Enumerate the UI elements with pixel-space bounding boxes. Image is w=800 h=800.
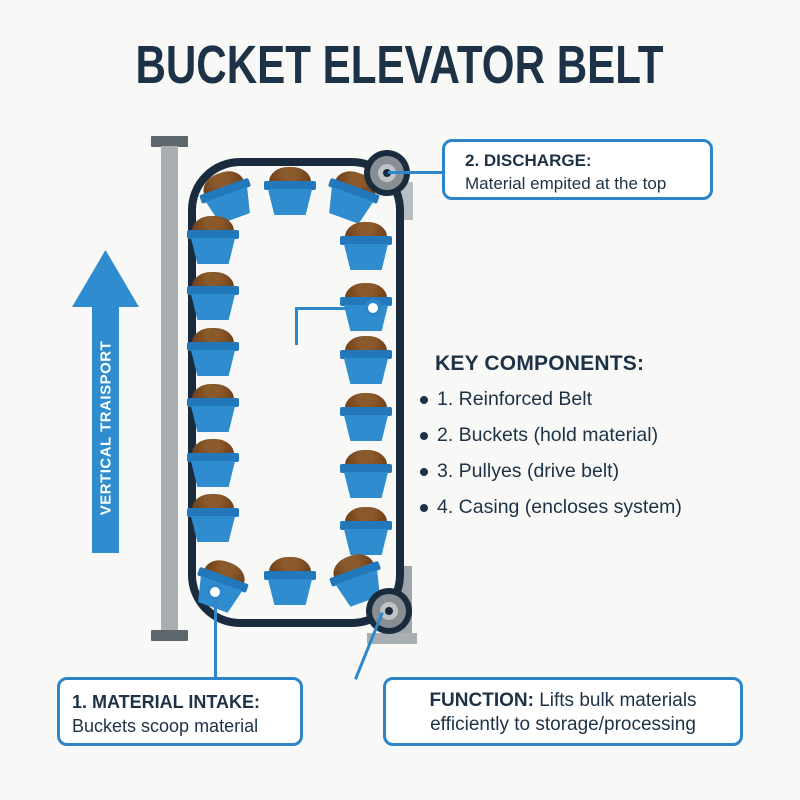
discharge-body: Material empited at the top (465, 174, 667, 193)
material-mound (192, 328, 234, 346)
material-mound (192, 439, 234, 457)
bucket-body (190, 350, 236, 376)
material-mound (192, 272, 234, 290)
arrow-shaft (92, 305, 119, 553)
material-mound (345, 450, 387, 468)
material-mound (345, 336, 387, 354)
bucket-body (343, 415, 389, 441)
bottom-pulley-icon (366, 588, 412, 634)
bucket-icon (187, 216, 239, 264)
material-mound (269, 557, 311, 575)
bucket-rim (340, 521, 392, 530)
pillar-top-cap (151, 136, 188, 147)
material-mound (345, 283, 387, 301)
bucket-body (190, 516, 236, 542)
pillar-bottom-cap (151, 630, 188, 641)
bucket-icon (187, 272, 239, 320)
page-title: BUCKET ELEVATOR BELT (135, 35, 665, 95)
bucket-rim (340, 464, 392, 473)
list-item-label: 3. Pullyes (drive belt) (437, 460, 620, 482)
bucket-rim (187, 286, 239, 295)
function-callout: FUNCTION: Lifts bulk materials efficient… (383, 677, 743, 746)
list-item-label: 4. Casing (encloses system) (437, 496, 682, 518)
material-mound (192, 384, 234, 402)
bucket-rim (187, 398, 239, 407)
bucket-body (343, 358, 389, 384)
function-label: FUNCTION: (429, 690, 534, 711)
list-item-label: 2. Buckets (hold material) (437, 424, 659, 446)
bucket-body (190, 461, 236, 487)
list-item: 1. Reinforced Belt (420, 388, 750, 411)
bullet-icon (420, 467, 428, 476)
material-mound (192, 494, 234, 512)
bullet-icon (420, 431, 428, 440)
key-components-panel: KEY COMPONENTS: 1. Reinforced Belt 2. Bu… (420, 352, 750, 532)
bucket-body (267, 579, 313, 605)
arrow-label: VERTICAL TRAISPORT (97, 340, 115, 516)
intake-body: Buckets scoop material (72, 716, 259, 736)
bucket-icon (340, 507, 392, 555)
bucket-rim (264, 571, 316, 580)
bucket-rim (340, 236, 392, 245)
bucket-rim (187, 453, 239, 462)
intake-title: 1. MATERIAL INTAKE: (72, 692, 260, 712)
bucket-rim (340, 350, 392, 359)
bucket-icon (187, 439, 239, 487)
intake-marker-ring (206, 583, 224, 601)
key-components-list: 1. Reinforced Belt 2. Buckets (hold mate… (420, 388, 750, 519)
bucket-icon (264, 557, 316, 605)
bucket-body (190, 294, 236, 320)
pulley-axle (385, 607, 393, 615)
bucket-icon (187, 384, 239, 432)
bucket-rim (340, 407, 392, 416)
bucket-rim (264, 181, 316, 190)
bucket-body (190, 406, 236, 432)
bucket-body (343, 529, 389, 555)
pulley-axle (383, 169, 391, 177)
intake-connector-line (214, 596, 217, 678)
casing-base (367, 633, 417, 644)
bucket-icon (340, 222, 392, 270)
material-mound (192, 216, 234, 234)
bucket-rim (187, 508, 239, 517)
list-item-label: 1. Reinforced Belt (437, 388, 593, 410)
discharge-callout: 2. DISCHARGE: Material empited at the to… (442, 139, 713, 200)
key-components-title: KEY COMPONENTS: (435, 352, 645, 375)
material-mound (269, 167, 311, 185)
bucket-icon (340, 336, 392, 384)
bucket-marker-ring (364, 299, 382, 317)
bucket-icon (187, 328, 239, 376)
discharge-title: 2. DISCHARGE: (465, 151, 592, 170)
discharge-connector-line (388, 171, 442, 174)
material-mound (345, 222, 387, 240)
function-body: Lifts bulk materials efficiently to stor… (430, 690, 697, 735)
belt-loop (188, 158, 404, 627)
list-item: 2. Buckets (hold material) (420, 424, 750, 447)
bucket-icon (264, 167, 316, 215)
bucket-body (190, 238, 236, 264)
list-item: 4. Casing (encloses system) (420, 496, 750, 519)
material-mound (345, 393, 387, 411)
casing-pillar (161, 146, 178, 630)
material-mound (345, 507, 387, 525)
bucket-body (343, 472, 389, 498)
bucket-icon (340, 393, 392, 441)
bucket-rim (187, 342, 239, 351)
bullet-icon (420, 395, 428, 404)
bullet-icon (420, 503, 428, 512)
list-item: 3. Pullyes (drive belt) (420, 460, 750, 483)
bucket-pointer-line-vertical (295, 307, 298, 345)
bucket-body (267, 189, 313, 215)
bucket-body (343, 244, 389, 270)
bucket-pointer-line-horizontal (295, 307, 349, 310)
material-intake-callout: 1. MATERIAL INTAKE: Buckets scoop materi… (57, 677, 303, 746)
bucket-icon (340, 450, 392, 498)
arrow-up-icon (72, 250, 139, 307)
bucket-icon (187, 494, 239, 542)
bucket-rim (187, 230, 239, 239)
